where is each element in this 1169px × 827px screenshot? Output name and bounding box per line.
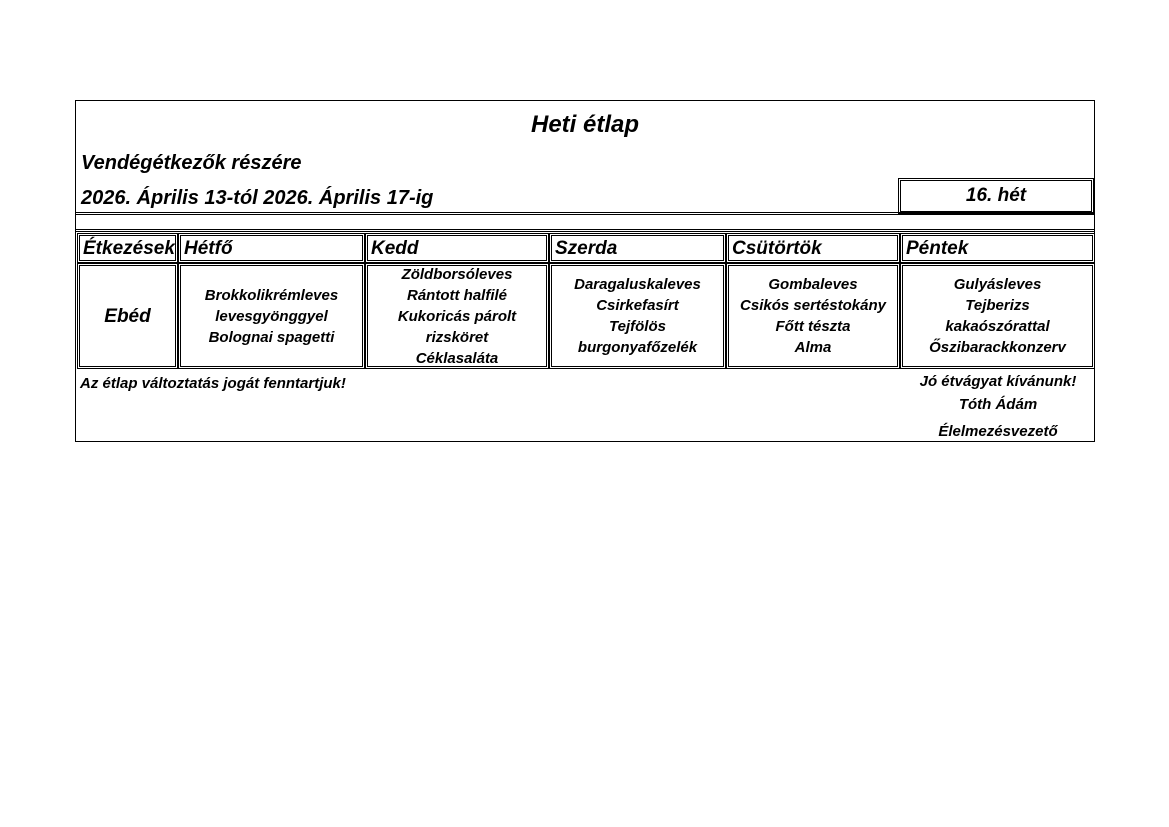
menu-item: Céklasaláta: [415, 349, 499, 367]
greeting: Jó étvágyat kívánunk!: [919, 373, 1077, 390]
week-number: 16. hét: [898, 178, 1094, 214]
menu-item: kakaószórattal: [945, 318, 1050, 335]
meal-label: Ebéd: [77, 263, 178, 369]
menu-item: Csikós sertéstokány: [740, 297, 886, 314]
menu-cell-tuesday: Zöldborsóleves Rántott halfilé Kukoricás…: [365, 263, 549, 369]
subtitle: Vendégétkezők részére: [81, 152, 302, 174]
menu-item: Csirkefasírt: [596, 297, 679, 314]
column-header-wednesday: Szerda: [549, 233, 726, 263]
menu-item: Brokkolikrémleves: [204, 286, 339, 304]
menu-item: levesgyönggyel: [215, 307, 328, 325]
menu-item: Alma: [794, 339, 832, 356]
divider: [76, 229, 1094, 232]
menu-item: Gulyásleves: [953, 276, 1042, 293]
menu-item: rizsköret: [425, 328, 489, 346]
menu-item: Főtt tészta: [775, 318, 851, 335]
menu-item: Kukoricás párolt: [397, 307, 517, 325]
signer-role: Élelmezésvezető: [938, 423, 1058, 440]
column-header-monday: Hétfő: [178, 233, 365, 263]
page-title: Heti étlap: [530, 111, 640, 138]
menu-item: burgonyafőzelék: [577, 339, 698, 356]
disclaimer-note: Az étlap változtatás jogát fenntartjuk!: [80, 375, 346, 392]
menu-item: Rántott halfilé: [407, 286, 507, 304]
column-header-tuesday: Kedd: [365, 233, 549, 263]
menu-item: Daragaluskaleves: [574, 276, 701, 293]
menu-cell-monday: Brokkolikrémleves levesgyönggyel Bologna…: [178, 263, 365, 369]
column-header-thursday: Csütörtök: [726, 233, 900, 263]
menu-cell-wednesday: Daragaluskaleves Csirkefasírt Tejfölös b…: [549, 263, 726, 369]
signer-name: Tóth Ádám: [958, 396, 1038, 413]
menu-sheet: Heti étlap Vendégétkezők részére 2026. Á…: [75, 100, 1095, 442]
menu-item: Őszibarackkonzerv: [929, 339, 1066, 356]
date-range: 2026. Április 13-tól 2026. Április 17-ig: [81, 187, 434, 209]
menu-item: Gombaleves: [768, 276, 858, 293]
menu-cell-thursday: Gombaleves Csikós sertéstokány Főtt tész…: [726, 263, 900, 369]
menu-item: Zöldborsóleves: [401, 265, 513, 283]
menu-item: Tejberizs: [965, 297, 1030, 314]
menu-cell-friday: Gulyásleves Tejberizs kakaószórattal Ősz…: [900, 263, 1095, 369]
column-header-meal: Étkezések: [77, 233, 178, 263]
menu-item: Bolognai spagetti: [208, 328, 335, 346]
column-header-friday: Péntek: [900, 233, 1095, 263]
menu-item: Tejfölös: [609, 318, 666, 335]
divider: [76, 212, 1094, 215]
meal-name: Ebéd: [104, 305, 151, 327]
